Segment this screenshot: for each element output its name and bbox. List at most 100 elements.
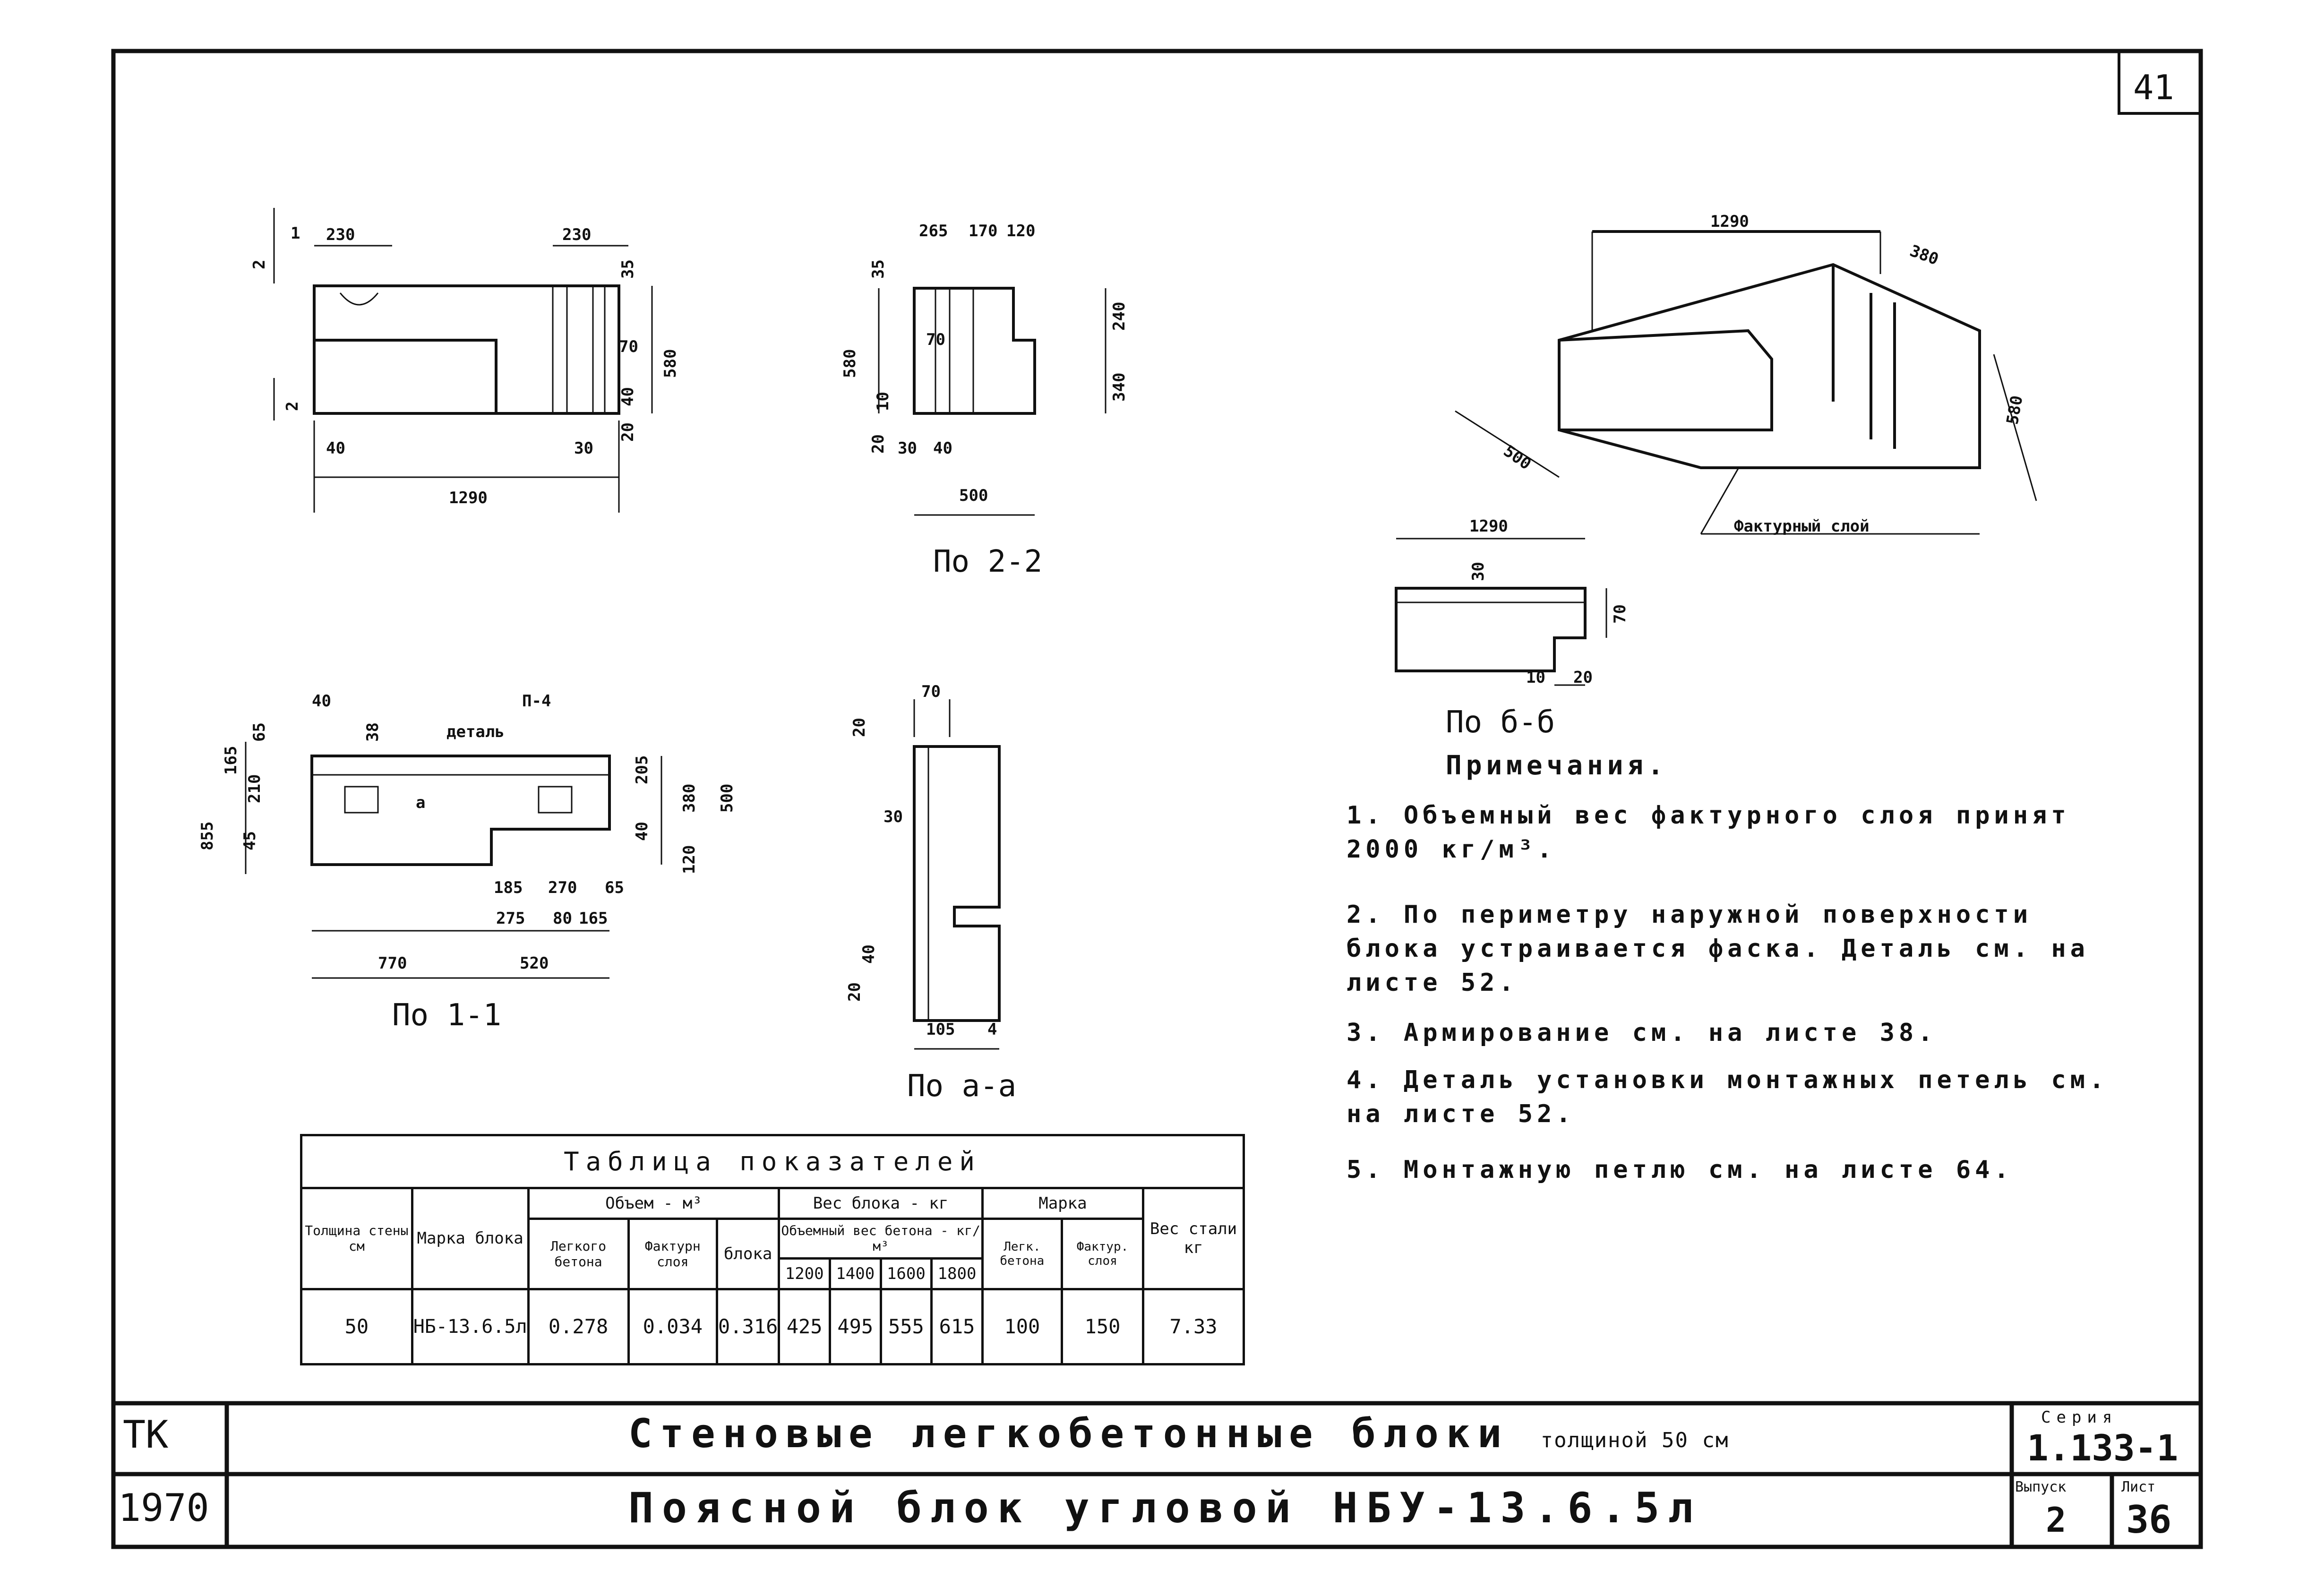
svg-text:65: 65 (605, 878, 624, 897)
elevation-view: 230 230 35 70 580 40 20 40 30 1290 1 2 2 (250, 208, 680, 513)
svg-text:Фактурный слой: Фактурный слой (1734, 517, 1870, 536)
table-cell: 0.316 (715, 1287, 781, 1366)
svg-text:а: а (416, 793, 425, 812)
table-cell: 0.034 (627, 1287, 718, 1366)
svg-text:20: 20 (850, 718, 869, 737)
svg-text:275: 275 (496, 909, 525, 928)
svg-text:340: 340 (1110, 373, 1129, 402)
svg-text:40: 40 (933, 439, 952, 458)
svg-text:240: 240 (1110, 302, 1129, 331)
tb-title-2: Поясной блок угловой НБУ-13.6.5л (628, 1484, 1702, 1532)
table-cell: 50 (300, 1287, 413, 1366)
svg-text:380: 380 (1907, 241, 1941, 269)
svg-text:1290: 1290 (1710, 212, 1749, 231)
col-d1800: 1800 (930, 1257, 984, 1290)
svg-text:230: 230 (326, 225, 355, 244)
svg-text:деталь: деталь (446, 722, 505, 741)
svg-text:10: 10 (1526, 668, 1545, 687)
svg-text:2: 2 (250, 260, 269, 269)
col-volume: Объем - м³ (527, 1187, 781, 1220)
table-row: 50 НБ-13.6.5л 0.278 0.034 0.316 425 495 … (300, 1287, 1245, 1366)
svg-text:1: 1 (291, 224, 300, 243)
tb-title-1: Стеновые легкобетонные блоки толщиной 50… (628, 1410, 1729, 1457)
svg-text:30: 30 (574, 439, 593, 458)
svg-text:165: 165 (222, 746, 240, 775)
col-d1400: 1400 (828, 1257, 882, 1290)
plan-1-1: 40 38 65 165 205 210 380 500 120 855 45 … (198, 692, 737, 1033)
svg-text:500: 500 (718, 784, 737, 813)
svg-text:120: 120 (680, 845, 699, 874)
note-item: 3. Армирование см. на листе 38. (1347, 1019, 1937, 1047)
svg-text:165: 165 (579, 909, 608, 928)
svg-text:40: 40 (633, 822, 652, 841)
svg-text:По а-а: По а-а (907, 1069, 1016, 1104)
table-cell: 615 (930, 1287, 984, 1366)
svg-text:По 2-2: По 2-2 (933, 544, 1042, 579)
svg-text:30: 30 (898, 439, 917, 458)
note-item: 2. По периметру наружной поверхности бло… (1347, 901, 2089, 997)
notes-heading: Примечания. (1446, 750, 1668, 781)
svg-text:20: 20 (1573, 668, 1593, 687)
svg-text:38: 38 (363, 722, 382, 742)
svg-text:20: 20 (869, 434, 888, 454)
col-m-light: Легк. бетона (981, 1217, 1063, 1290)
svg-text:35: 35 (869, 259, 888, 279)
svg-text:40: 40 (312, 692, 331, 711)
section-2-2: 265 170 120 35 70 580 240 340 10 20 30 4… (841, 222, 1129, 579)
svg-text:По 1-1: По 1-1 (392, 998, 501, 1033)
table-cell: 495 (828, 1287, 882, 1366)
svg-text:4: 4 (987, 1020, 997, 1039)
svg-text:580: 580 (841, 349, 859, 378)
section-b-b: 1290 30 70 10 20 По б-б (1395, 517, 1630, 740)
svg-text:210: 210 (245, 774, 264, 803)
tb-series-label: Серия (2041, 1408, 2118, 1427)
svg-text:500: 500 (959, 486, 988, 505)
tb-title-1-suffix: толщиной 50 см (1540, 1428, 1729, 1452)
corner-box (2118, 51, 2201, 115)
svg-text:По б-б: По б-б (1446, 705, 1555, 740)
svg-text:265: 265 (919, 222, 948, 240)
svg-text:20: 20 (618, 422, 637, 442)
svg-text:520: 520 (520, 954, 549, 973)
col-d1200: 1200 (778, 1257, 831, 1290)
table-cell: 0.278 (527, 1287, 630, 1366)
table-title: Таблица показателей (300, 1133, 1245, 1190)
svg-text:70: 70 (926, 330, 945, 349)
svg-text:1290: 1290 (449, 489, 488, 507)
col-m-tex: Фактур. слоя (1060, 1217, 1145, 1290)
col-vol-block: блока (715, 1217, 781, 1290)
tb-series: 1.133-1 (2027, 1427, 2179, 1469)
svg-text:40: 40 (859, 944, 878, 964)
svg-text:30: 30 (884, 807, 903, 826)
tb-year: 1970 (118, 1486, 209, 1530)
col-d1600: 1600 (879, 1257, 933, 1290)
table-cell: 425 (778, 1287, 831, 1366)
col-vol-light: Легкого бетона (527, 1217, 630, 1290)
svg-text:105: 105 (926, 1020, 955, 1039)
note-item: 1. Объемный вес фактурного слоя принят 2… (1347, 801, 2070, 864)
svg-text:70: 70 (1611, 604, 1630, 624)
section-a-a: 70 20 30 40 20 105 4 По а-а (845, 682, 1016, 1104)
col-weight-sub: Объемный вес бетона - кг/м³ (778, 1217, 984, 1260)
svg-text:120: 120 (1006, 222, 1035, 240)
corner-number: 41 (2133, 68, 2174, 107)
svg-text:2: 2 (283, 402, 302, 411)
col-vol-tex: Фактурн слоя (627, 1217, 718, 1290)
note-item: 5. Монтажную петлю см. на листе 64. (1347, 1156, 2013, 1184)
table-cell: 7.33 (1142, 1287, 1245, 1366)
svg-text:855: 855 (198, 822, 217, 850)
svg-text:205: 205 (633, 755, 652, 784)
svg-text:580: 580 (661, 349, 680, 378)
svg-text:230: 230 (562, 225, 591, 244)
tb-sheet: 36 (2126, 1498, 2172, 1542)
isometric-view: 1290 380 580 500 Фактурный слой (1455, 212, 2037, 536)
svg-text:770: 770 (378, 954, 407, 973)
col-steel: Вес стали кг (1142, 1187, 1245, 1290)
tb-title-1-main: Стеновые легкобетонные блоки (628, 1410, 1510, 1457)
indicators-table: Таблица показателей Толщина стены см Мар… (300, 1133, 1245, 1366)
tb-issue: 2 (2046, 1500, 2067, 1540)
svg-text:70: 70 (619, 337, 638, 356)
svg-text:170: 170 (969, 222, 997, 240)
svg-text:185: 185 (494, 878, 523, 897)
